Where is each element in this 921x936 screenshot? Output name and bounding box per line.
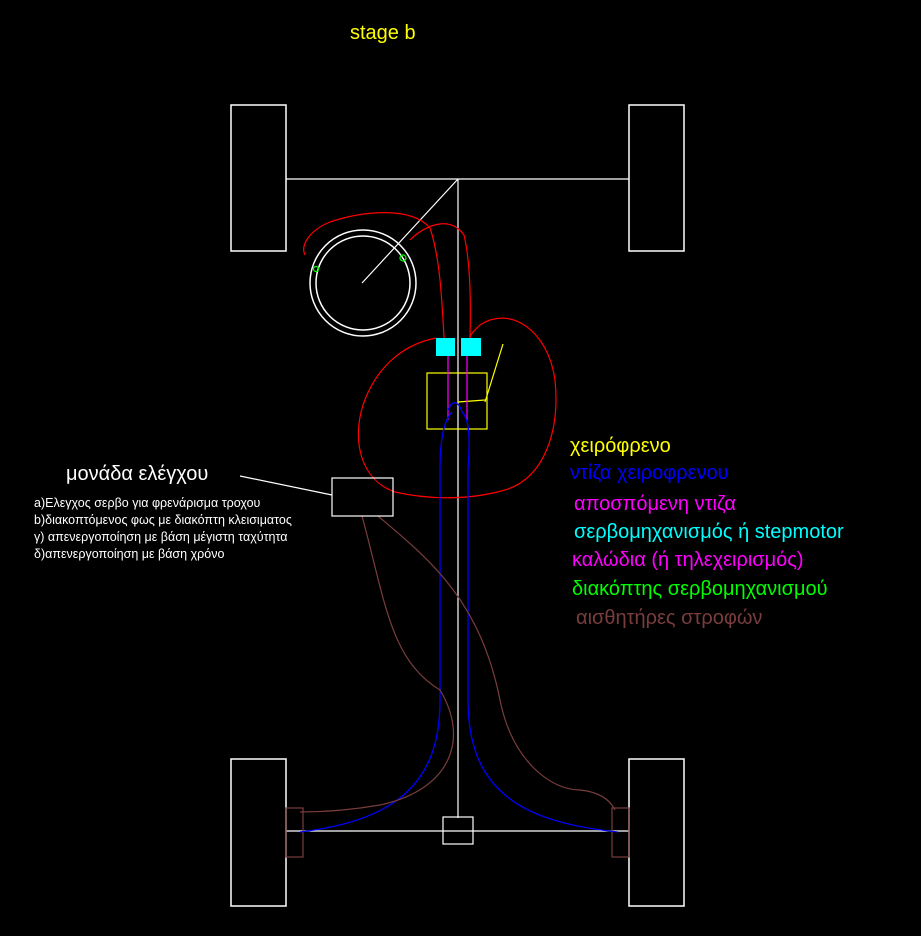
control-unit-leader xyxy=(239,475,333,496)
differential-box xyxy=(442,816,474,845)
steering-wheel-outer xyxy=(309,229,417,337)
red-wire-left-loop xyxy=(303,212,445,339)
legend-detachable-cable: αποσπόμενη ντιζα xyxy=(574,493,736,515)
servo-right xyxy=(461,338,481,356)
control-unit-box xyxy=(331,477,394,517)
servo-switch-right xyxy=(399,254,407,262)
legend-wires: καλώδια (ή τηλεχειρισμός) xyxy=(572,549,804,571)
handbrake-cable-right xyxy=(461,411,619,833)
front-left-wheel xyxy=(230,104,287,252)
front-right-wheel xyxy=(628,104,685,252)
control-unit-item-a: a)Ελεγχος σερβο για φρενάρισμα τροχου xyxy=(34,496,261,510)
control-unit-item-b: b)διακοπτόμενος φως με διακόπτη κλεισιμα… xyxy=(34,513,292,527)
legend-servo: σερβομηχανισμός ή stepmotor xyxy=(574,521,844,543)
handbrake-cable-left xyxy=(299,411,453,833)
red-wire-main-loop xyxy=(357,317,557,499)
handbrake-arm xyxy=(457,399,486,403)
rear-right-wheel xyxy=(628,758,685,907)
control-unit-item-c: γ) απενεργοποίηση με βάση μέγιστη ταχύτη… xyxy=(34,530,288,544)
sensor-wire-left xyxy=(299,515,455,813)
red-wire-right-loop xyxy=(409,223,471,339)
control-unit-item-d: δ)απενεργοποίηση με βάση χρόνο xyxy=(34,547,225,561)
diagram-title: stage b xyxy=(350,22,416,44)
legend-speed-sensors: αισθητήρες στροφών xyxy=(576,607,763,629)
legend-servo-switch: διακόπτης σερβομηχανισμού xyxy=(572,578,828,600)
rear-right-speed-sensor xyxy=(611,807,630,858)
servo-switch-left xyxy=(312,265,320,273)
steering-wheel-inner xyxy=(315,235,411,331)
rear-left-wheel xyxy=(230,758,287,907)
rear-left-speed-sensor xyxy=(285,807,304,858)
handbrake-lever xyxy=(484,343,504,403)
legend-handbrake-cable: ντίζα χειροφρενου xyxy=(570,462,729,484)
sensor-wire-right xyxy=(377,515,616,811)
handbrake-box xyxy=(426,372,488,430)
legend-handbrake: χειρόφρενο xyxy=(570,435,671,457)
servo-left xyxy=(436,338,455,356)
steering-link xyxy=(361,178,459,284)
handbrake-cable-hook xyxy=(447,402,463,413)
control-unit-title: μονάδα ελέγχου xyxy=(66,463,209,485)
